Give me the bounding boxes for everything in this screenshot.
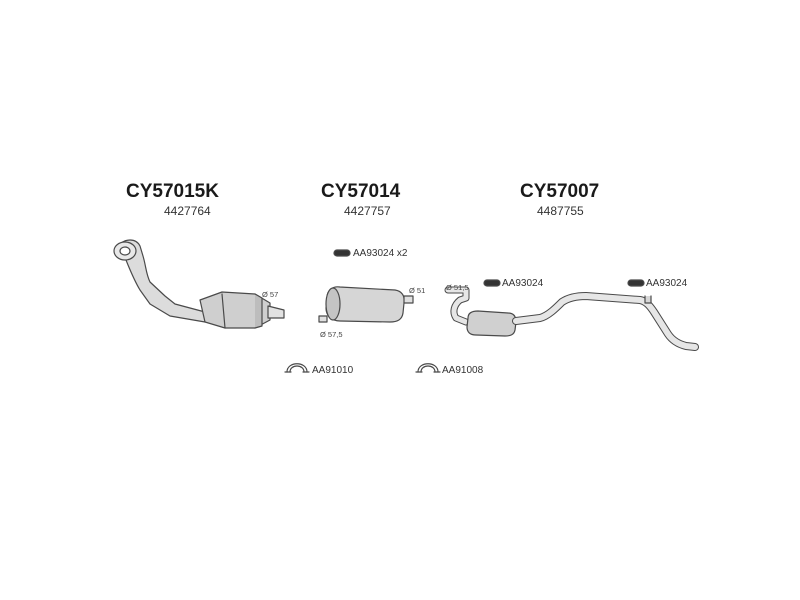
middle-silencer: [318, 286, 414, 323]
rear-silencer-assembly: [444, 286, 699, 351]
part-code-catalyst: CY57015K: [126, 181, 219, 202]
sealing-ring-icon: [415, 363, 441, 373]
clamp-icon: [627, 279, 645, 287]
part-number-catalyst: 4427764: [164, 204, 211, 218]
clamp-icon: [483, 279, 501, 287]
accessory-label-clamp: AA93024 x2: [353, 248, 408, 259]
accessory-label-sealing-ring: AA91008: [442, 365, 484, 376]
accessory-label-clamp: AA93024: [502, 278, 544, 289]
clamp-icon: [333, 249, 351, 257]
catalyst-assembly: [113, 239, 285, 329]
diameter-label-middle-outlet: Ø 51: [409, 286, 426, 295]
part-number-middle-silencer: 4427757: [344, 204, 391, 218]
diameter-label-middle-inlet: Ø 57,5: [320, 330, 343, 339]
part-code-middle-silencer: CY57014: [321, 181, 401, 202]
accessory-label-sealing-ring: AA91010: [312, 365, 354, 376]
part-code-rear-silencer: CY57007: [520, 181, 600, 202]
part-number-rear-silencer: 4487755: [537, 204, 584, 218]
sealing-ring-icon: [284, 363, 310, 373]
accessory-label-clamp: AA93024: [646, 278, 688, 289]
diameter-label-rear-inlet: Ø 51,5: [446, 283, 469, 292]
diameter-label-catalyst-outlet: Ø 57: [262, 290, 279, 299]
